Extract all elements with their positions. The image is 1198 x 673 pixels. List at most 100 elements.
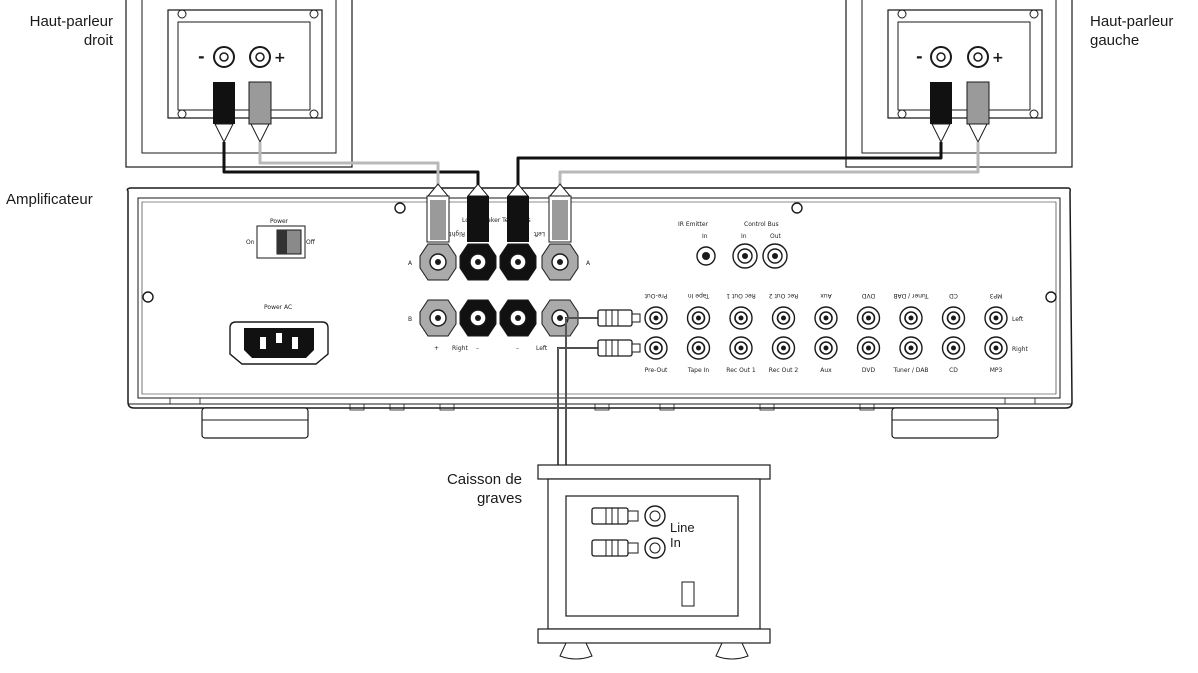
rca-jack-ring (819, 311, 833, 325)
rca-jack-ring (946, 341, 961, 355)
right-speaker: - + (125, 0, 353, 168)
rca-jack-pin (653, 345, 659, 351)
rca-input-label-inverted: Tape In (688, 292, 711, 299)
subwoofer (537, 464, 771, 660)
rca-input-label: CD (949, 367, 958, 374)
subwoofer-label: Caisson de graves (420, 470, 522, 508)
rca-right-row-label: Right (1012, 346, 1028, 353)
rca-jack-ring (691, 341, 706, 355)
rca-jack-pin (866, 315, 871, 321)
rca-jack-ring (819, 341, 833, 355)
rca-jack-ring (989, 311, 1003, 325)
rca-input-label: Rec Out 1 (726, 367, 756, 374)
power-ac-label: Power AC (264, 304, 292, 311)
rca-input-label-inverted: Pre-Out (644, 292, 667, 299)
rca-input-label-inverted: Rec Out 1 (726, 292, 756, 299)
rca-jack-pin (993, 345, 999, 351)
left-speaker-label: Haut-parleur gauche (1090, 12, 1173, 50)
row-a-label-right: A (586, 260, 591, 267)
rca-input-label-inverted: Tuner / DAB (893, 292, 929, 299)
line-in-label-line2: In (670, 535, 681, 550)
rca-input-label: MP3 (990, 367, 1003, 374)
rca-jack-ring (691, 311, 706, 325)
row-a-label: A (408, 260, 413, 267)
rca-jack-ring (776, 341, 791, 355)
rca-input-label-inverted: CD (949, 292, 958, 299)
rca-jack-pin (653, 315, 659, 321)
minus-mark: - (198, 47, 205, 66)
rca-jack-pin (781, 345, 786, 351)
rca-left-row-label: Left (1012, 316, 1024, 323)
right-speaker-label-line2: droit (83, 32, 113, 49)
subwoofer-label-line2: graves (476, 490, 522, 507)
speaker-plugs: Right Left (426, 183, 572, 243)
ir-control-section: IR Emitter Control Bus In In Out (678, 221, 788, 269)
rca-input-label: Pre-Out (645, 367, 668, 374)
bus-out-label: Out (770, 233, 782, 240)
left-speaker-label-line1: Haut-parleur (1090, 13, 1174, 30)
left-speaker-label-line2: gauche (1090, 32, 1140, 49)
pre-out-plugs (597, 309, 641, 357)
svg-text:+: + (992, 50, 1004, 66)
row-b-label: B (408, 316, 412, 323)
rca-input-label: DVD (862, 367, 876, 374)
minus-label: – (476, 345, 479, 352)
rca-jack-ring (861, 311, 876, 325)
rca-jack-pin (738, 345, 744, 351)
rca-jack-ring (904, 311, 918, 325)
rca-jack-pin (951, 315, 956, 321)
rca-jack-pin (908, 345, 914, 351)
rca-input-label-inverted: DVD (862, 292, 876, 299)
rca-input-label-inverted: Rec Out 2 (769, 292, 799, 299)
bus-in-label: In (741, 233, 747, 240)
rca-jack-ring (989, 341, 1003, 355)
rca-jack-ring (861, 341, 876, 355)
rca-input-label: Tape In (687, 367, 710, 374)
control-bus-label: Control Bus (744, 221, 779, 228)
rca-jack-pin (781, 315, 786, 321)
minus-label-2: – (516, 345, 519, 352)
subwoofer-label-line1: Caisson de (446, 471, 522, 488)
rca-jack-ring (649, 341, 663, 355)
left-speaker: - + (845, 0, 1073, 168)
plus-mark: + (274, 50, 286, 66)
rca-jack-pin (696, 345, 701, 351)
rca-input-label-inverted: Aux (820, 292, 832, 299)
ir-in-label: In (702, 233, 708, 240)
rca-jack-ring (946, 311, 961, 325)
right-speaker-label-line1: Haut-parleur (29, 13, 113, 30)
rca-jack-pin (951, 345, 956, 351)
rca-jack-pin (993, 315, 999, 321)
rca-jack-pin (908, 315, 914, 321)
left-terminals-label: Left (536, 345, 548, 352)
rca-input-label: Tuner / DAB (892, 367, 928, 374)
off-label: Off (306, 239, 316, 246)
right-speaker-label: Haut-parleur droit (10, 12, 113, 50)
ir-emitter-label: IR Emitter (678, 221, 709, 228)
rca-input-label: Rec Out 2 (769, 367, 799, 374)
rca-jack-ring (734, 311, 748, 325)
rca-jack-pin (738, 315, 744, 321)
rca-input-label-inverted: MP3 (990, 292, 1003, 299)
amplifier-label: Amplificateur (6, 191, 93, 208)
left-a-label: Left (533, 230, 545, 237)
line-in-label: Line In (670, 520, 695, 550)
rca-jack-pin (696, 315, 701, 321)
speaker-terminals-label: Loudspeaker Terminals (462, 217, 531, 224)
rca-input-label: Aux (820, 367, 832, 374)
rca-jack-ring (776, 311, 791, 325)
rca-jack-ring (649, 311, 663, 325)
power-switch: Power On Off (246, 218, 316, 259)
rca-jack-pin (823, 315, 829, 321)
rca-jack-ring (904, 341, 918, 355)
right-a-label: Right (449, 230, 465, 237)
speaker-terminals: Loudspeaker Terminals A A B + Right – – … (408, 217, 591, 352)
power-label: Power (270, 218, 289, 225)
plus-label: + (434, 345, 439, 352)
line-in-label-line1: Line (670, 520, 695, 535)
right-terminals-label: Right (452, 345, 468, 352)
power-ac-socket: Power AC (229, 304, 329, 365)
rca-jack-ring (734, 341, 748, 355)
